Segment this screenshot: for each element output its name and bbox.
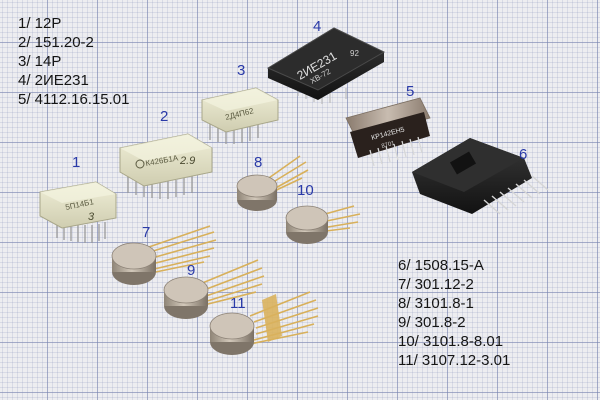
label-number-1: 1 [72, 154, 81, 171]
chip-5-sub: 8701 [381, 141, 396, 150]
legend-line-11: 11/ 3107.12-3.01 [398, 352, 511, 369]
legend-line-9: 9/ 301.8-2 [398, 314, 466, 331]
component-3: 2Д4П62 [201, 87, 279, 144]
legend-line-8: 8/ 3101.8-1 [398, 295, 474, 312]
label-number-11: 11 [230, 295, 246, 312]
label-number-8: 8 [254, 154, 263, 171]
label-number-6: 6 [519, 146, 528, 163]
legend-line-1: 1/ 12Р [18, 15, 62, 32]
component-11 [209, 291, 319, 355]
component-6 [412, 138, 549, 215]
chip-4-corner: 92 [350, 49, 359, 58]
component-5: КР142ЕН5 8701 [345, 97, 431, 167]
component-7 [111, 225, 217, 285]
label-number-7: 7 [142, 224, 151, 241]
label-number-5: 5 [406, 83, 415, 100]
legend-left: 1/ 12Р 2/ 151.20-2 3/ 14Р 4/ 2ИЕ231 5/ 4… [18, 14, 130, 109]
legend-line-10: 10/ 3101.8-8.01 [398, 333, 504, 350]
legend-line-2: 2/ 151.20-2 [18, 34, 94, 51]
legend-line-7: 7/ 301.12-2 [398, 276, 474, 293]
component-1: 5П14Б1 3 [39, 181, 117, 243]
label-number-4: 4 [313, 18, 322, 35]
chip-1-digit: 3 [88, 211, 95, 223]
label-number-9: 9 [187, 262, 196, 279]
component-8 [236, 155, 309, 211]
legend-right: 6/ 1508.15-А 7/ 301.12-2 8/ 3101.8-1 9/ … [398, 256, 510, 370]
legend-line-4: 4/ 2ИЕ231 [18, 72, 89, 89]
component-9 [163, 259, 265, 319]
chip-2-sub: 2.9 [179, 155, 195, 167]
label-number-2: 2 [160, 108, 169, 125]
component-10 [285, 205, 361, 244]
legend-line-5: 5/ 4112.16.15.01 [18, 91, 130, 108]
label-number-3: 3 [237, 62, 246, 79]
label-number-10: 10 [297, 182, 314, 199]
component-2: К426Б1А 2.9 [119, 133, 213, 199]
legend-line-3: 3/ 14Р [18, 53, 62, 70]
legend-line-6: 6/ 1508.15-А [398, 257, 484, 274]
component-4: 2ИЕ231 ХВ-72 92 [266, 27, 386, 104]
